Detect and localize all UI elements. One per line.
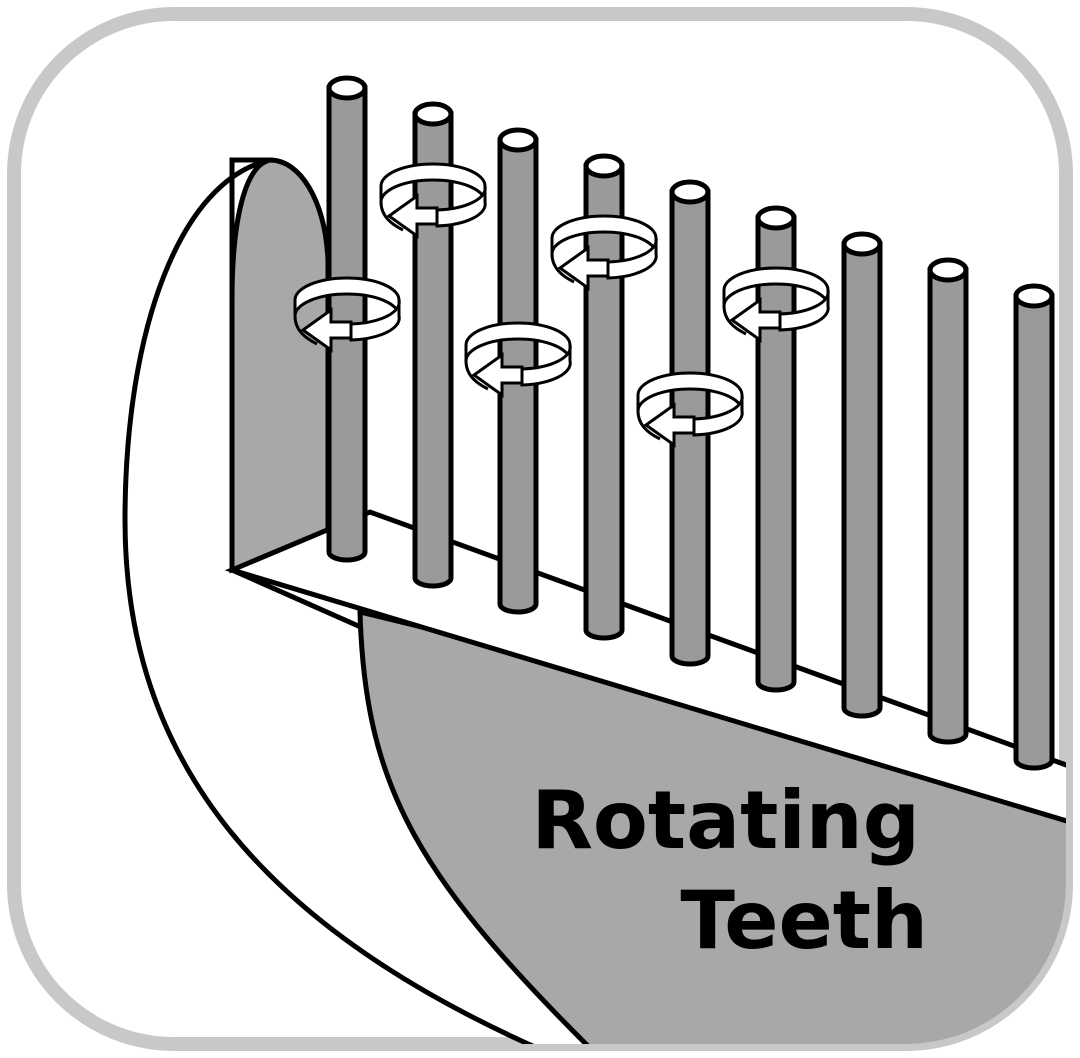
comb-tooth-icon — [326, 75, 368, 563]
rotation-arrow-icon — [464, 321, 572, 398]
comb-tooth-icon — [412, 101, 454, 589]
comb-tooth-icon — [1013, 283, 1055, 771]
comb-teeth — [326, 75, 1055, 771]
comb-tooth-icon — [755, 205, 797, 693]
comb-tooth-icon — [927, 257, 969, 745]
handle-end-cap — [229, 157, 331, 574]
rotation-arrow-icon — [550, 214, 658, 291]
caption-line-1: Rotating — [531, 774, 920, 867]
rotation-arrow-icon — [293, 276, 401, 353]
comb-base-plate — [224, 509, 1066, 829]
rotation-arrow-icon — [636, 371, 744, 448]
comb-tooth-icon — [583, 153, 625, 641]
handle-underside — [357, 608, 1066, 1044]
rotation-arrows — [293, 162, 830, 448]
comb-tooth-icon — [841, 231, 883, 719]
rotation-arrow-icon — [379, 162, 487, 239]
rotation-arrow-icon — [722, 266, 830, 343]
caption-line-2: Teeth — [680, 874, 928, 967]
